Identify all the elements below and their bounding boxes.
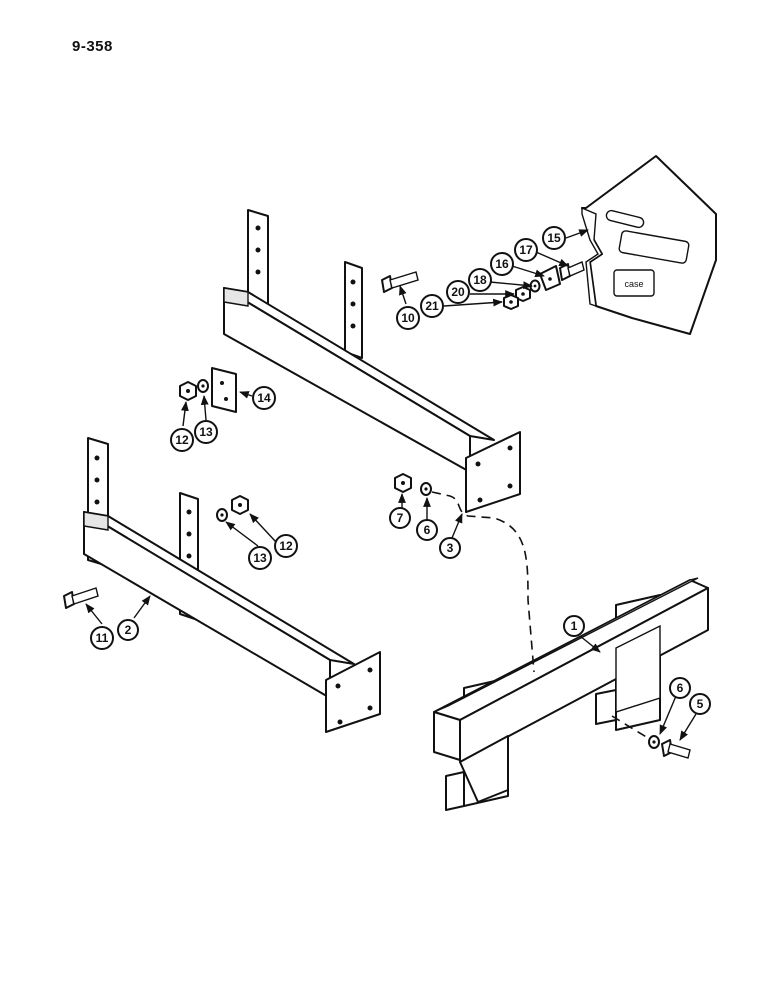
leader-lines	[85, 229, 697, 741]
callout-6-upper: 6	[416, 519, 438, 541]
callout-20-label: 20	[451, 285, 465, 299]
callout-12-lower-label: 12	[279, 539, 293, 553]
callout-3-label: 3	[447, 541, 454, 555]
nut-upper	[179, 381, 197, 401]
callout-15: 15	[542, 226, 566, 250]
nut-lower	[231, 495, 249, 515]
upper-support-bar	[223, 209, 521, 513]
callout-16-label: 16	[495, 257, 509, 271]
callout-10: 10	[396, 306, 420, 330]
washer-6-upper	[420, 482, 432, 496]
nut-7	[394, 473, 412, 493]
callout-3: 3	[439, 537, 461, 559]
callout-6-lower: 6	[669, 677, 691, 699]
callout-16: 16	[490, 252, 514, 276]
clip-16	[539, 265, 561, 291]
alignment-line-upper	[431, 491, 535, 673]
callout-13-lower: 13	[248, 546, 272, 570]
washer-lower	[216, 508, 228, 522]
callout-17: 17	[514, 238, 538, 262]
callout-13-upper: 13	[194, 420, 218, 444]
callout-11: 11	[90, 626, 114, 650]
callout-7: 7	[389, 507, 411, 529]
callout-12-lower: 12	[274, 534, 298, 558]
callout-2: 2	[117, 619, 139, 641]
callout-21-label: 21	[425, 299, 439, 313]
nut-21	[503, 294, 519, 310]
callout-1-label: 1	[571, 619, 578, 633]
bolt-11	[63, 587, 99, 609]
callout-10-label: 10	[401, 311, 415, 325]
bolt-5	[661, 739, 691, 759]
callout-6-upper-label: 6	[424, 523, 431, 537]
callout-12-upper: 12	[170, 428, 194, 452]
suitcase-weight: case	[581, 155, 717, 335]
callout-12-upper-label: 12	[175, 433, 189, 447]
callout-5: 5	[689, 693, 711, 715]
callout-13-upper-label: 13	[199, 425, 213, 439]
callout-15-label: 15	[547, 231, 561, 245]
callout-1: 1	[563, 615, 585, 637]
callout-14: 14	[252, 386, 276, 410]
washer-upper	[197, 379, 209, 393]
hardware	[63, 261, 691, 759]
callout-18-label: 18	[473, 273, 487, 287]
lower-support-bar	[83, 437, 381, 733]
washer-6-lower	[648, 735, 660, 749]
callout-20: 20	[446, 280, 470, 304]
page-number: 9-358	[72, 38, 113, 55]
alignment-line-lower	[611, 715, 649, 739]
plate	[211, 367, 237, 413]
front-bumper-bracket	[433, 577, 709, 811]
callout-7-label: 7	[397, 511, 404, 525]
callout-11-label: 11	[96, 631, 109, 645]
callout-13-lower-label: 13	[253, 551, 267, 565]
callout-6-lower-label: 6	[677, 681, 684, 695]
callout-2-label: 2	[125, 623, 132, 637]
bolt-10	[381, 271, 419, 293]
callout-18: 18	[468, 268, 492, 292]
callout-14-label: 14	[257, 391, 271, 405]
bolt-17	[559, 261, 585, 281]
callout-17-label: 17	[519, 243, 533, 257]
weight-logo-text: case	[624, 279, 643, 289]
callout-5-label: 5	[697, 697, 704, 711]
callout-21: 21	[420, 294, 444, 318]
